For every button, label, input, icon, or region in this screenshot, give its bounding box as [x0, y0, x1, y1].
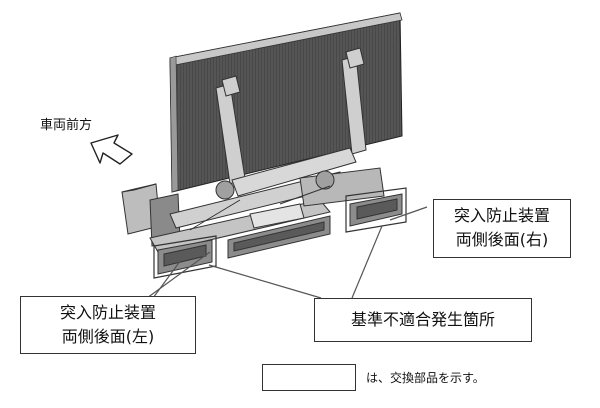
callout-right-line2: 両側後面(右): [455, 230, 549, 249]
front-direction-arrow: [90, 134, 133, 165]
lift-arms: [215, 47, 367, 197]
leader-lines: [146, 206, 428, 299]
direction-label: 車両前方: [40, 118, 93, 133]
callout-nonconformity: 基準不適合発生箇所: [314, 298, 532, 342]
callout-left-rear-guard: 突入防止装置 両側後面(左): [20, 296, 196, 354]
callout-left-line1: 突入防止装置: [59, 303, 156, 322]
replaced-part-frames: [153, 187, 407, 279]
reflector-bars: [157, 193, 403, 275]
callout-right-rear-guard: 突入防止装置 両側後面(右): [433, 199, 571, 258]
callout-left-line2: 両側後面(左): [61, 327, 155, 346]
under-frame: [121, 167, 385, 253]
callout-right-line1: 突入防止装置: [453, 206, 550, 225]
legend-text: は、交換部品を示す。: [366, 371, 485, 385]
legend-swatch: [262, 364, 356, 391]
